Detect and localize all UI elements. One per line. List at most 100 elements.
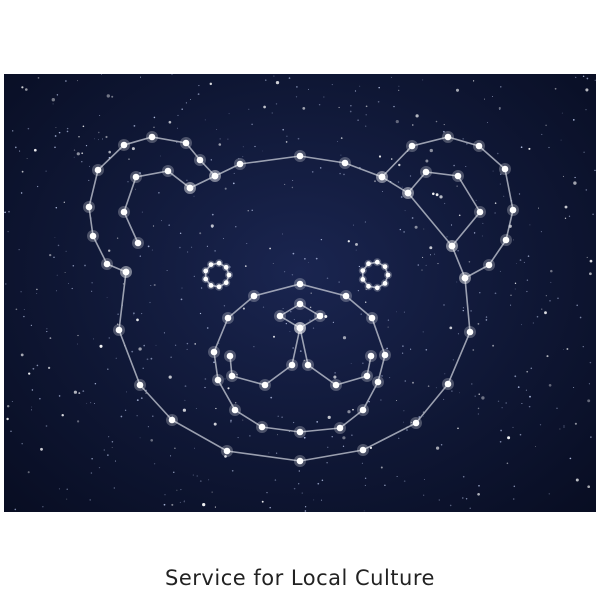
left-eye-line [204, 262, 230, 288]
background-star [443, 124, 445, 126]
background-star [98, 131, 100, 134]
background-star [462, 309, 464, 312]
background-star [422, 256, 424, 258]
background-star [155, 344, 157, 346]
background-star [176, 127, 178, 129]
background-star [472, 80, 475, 82]
background-star [512, 426, 514, 428]
background-star [97, 139, 100, 141]
background-star [152, 415, 154, 417]
background-star [142, 367, 144, 369]
muzzle-outline-star [214, 376, 222, 384]
background-star [20, 291, 22, 293]
background-star [435, 446, 440, 450]
mouth-right-star [296, 324, 304, 332]
background-star [272, 262, 274, 265]
background-star [94, 382, 97, 385]
background-star [133, 314, 135, 316]
left-ear-outer-star [182, 139, 190, 147]
muzzle-outline-star [296, 280, 304, 288]
background-star [53, 256, 55, 258]
muzzle-outline-star [359, 406, 367, 414]
background-star [210, 224, 214, 228]
background-star [521, 402, 523, 405]
background-star [403, 480, 406, 482]
background-star [151, 249, 153, 251]
background-star [136, 415, 138, 417]
background-star [422, 415, 424, 417]
background-star [473, 232, 476, 234]
head-outline-star [444, 380, 452, 388]
background-star [40, 447, 43, 451]
background-star [396, 311, 398, 313]
background-star [363, 510, 365, 512]
muzzle-outline-star [231, 406, 239, 414]
background-star [163, 503, 166, 506]
background-star [282, 308, 284, 310]
background-star [100, 74, 102, 75]
background-star [242, 146, 244, 148]
background-star [214, 250, 216, 252]
left-ear-outer-star [148, 133, 156, 141]
background-star [548, 383, 552, 387]
background-star [485, 316, 488, 318]
background-star [94, 138, 96, 140]
background-star [139, 172, 141, 174]
background-star [273, 75, 275, 77]
background-star [409, 175, 412, 177]
background-star [7, 230, 9, 233]
background-star [309, 319, 311, 321]
background-star [21, 170, 24, 173]
background-star [31, 389, 34, 391]
background-star [519, 259, 522, 261]
background-star [398, 163, 401, 167]
background-star [301, 492, 303, 494]
background-star [186, 348, 188, 350]
background-star [122, 283, 124, 285]
background-star [429, 246, 433, 250]
background-star [120, 415, 123, 418]
background-star [550, 269, 553, 273]
background-star [334, 372, 336, 374]
background-star [398, 437, 400, 439]
background-star [211, 491, 213, 493]
right-eye-star [374, 259, 380, 265]
background-star [485, 319, 488, 321]
background-star [204, 378, 207, 380]
background-star [10, 430, 12, 432]
background-star [133, 125, 136, 127]
background-star [574, 176, 576, 179]
background-star [210, 159, 212, 161]
background-star [557, 297, 559, 300]
background-star [403, 231, 405, 233]
caption-text: Service for Local Culture [165, 566, 435, 590]
right-eye-star [374, 285, 380, 291]
background-star [528, 147, 531, 150]
background-star [81, 161, 83, 163]
background-star [90, 402, 92, 404]
background-star [72, 265, 75, 267]
background-star [500, 173, 502, 175]
background-star [333, 375, 337, 379]
background-star [24, 88, 28, 91]
background-star [520, 146, 523, 149]
background-star [544, 311, 547, 315]
background-star [194, 343, 197, 345]
background-star [550, 281, 552, 283]
background-star [211, 213, 214, 216]
background-star [339, 172, 341, 175]
background-star [588, 383, 590, 385]
background-star [65, 80, 67, 82]
background-star [164, 494, 166, 496]
left-ear-inner-star [186, 184, 194, 192]
left-ear-inner-star [132, 173, 140, 181]
background-star [58, 131, 61, 134]
background-star [208, 479, 210, 481]
background-star [548, 146, 550, 149]
background-star [68, 283, 69, 284]
background-star [589, 259, 593, 263]
background-star [150, 357, 153, 360]
background-star [308, 88, 309, 90]
background-star [36, 364, 39, 367]
background-star [457, 250, 459, 252]
